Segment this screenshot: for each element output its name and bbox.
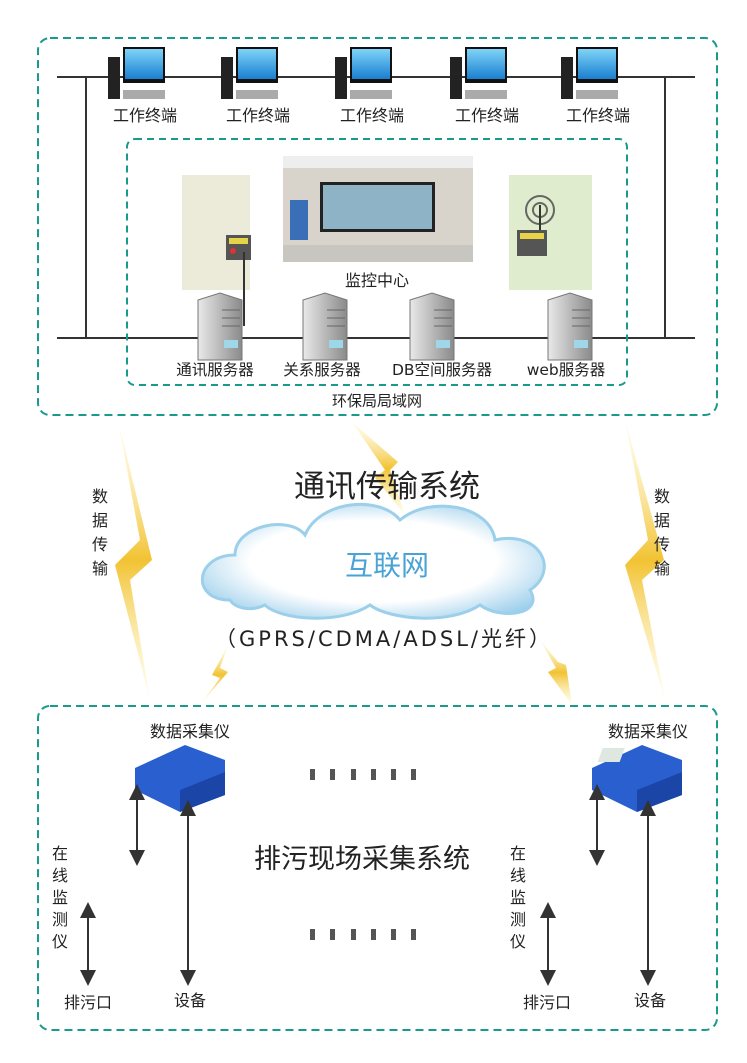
svg-text:监: 监 bbox=[52, 888, 68, 907]
svg-text:测: 测 bbox=[510, 910, 526, 929]
svg-text:输: 输 bbox=[654, 559, 670, 578]
terminal-2: 工作终端 bbox=[221, 47, 290, 125]
monitor-label-right: 在 线 监 测 仪 bbox=[510, 844, 526, 951]
outlet-label-right: 排污口 bbox=[523, 993, 571, 1012]
lightning-right-icon bbox=[625, 420, 665, 700]
svg-text:线: 线 bbox=[52, 866, 68, 885]
server-web: web服务器 bbox=[527, 292, 606, 379]
svg-text:在: 在 bbox=[510, 844, 526, 863]
lightning-lower-left-icon bbox=[200, 645, 228, 705]
lan-box bbox=[37, 37, 718, 416]
transmission-title: 通讯传输系统 bbox=[294, 469, 480, 505]
svg-text:监: 监 bbox=[510, 888, 526, 907]
server-db-spatial: DB空间服务器 bbox=[392, 292, 493, 379]
terminal-label: 工作终端 bbox=[113, 106, 177, 125]
terminal-label: 工作终端 bbox=[340, 106, 404, 125]
data-collector-device-right bbox=[592, 745, 682, 812]
svg-text:输: 输 bbox=[92, 559, 108, 578]
server-label: DB空间服务器 bbox=[392, 361, 493, 379]
lightning-lower-right-icon bbox=[540, 640, 572, 705]
terminal-5: 工作终端 bbox=[561, 47, 630, 125]
data-collector-device-left bbox=[135, 745, 225, 812]
collector-label-left: 数据采集仪 bbox=[150, 722, 230, 741]
svg-text:据: 据 bbox=[654, 511, 670, 530]
svg-text:线: 线 bbox=[510, 866, 526, 885]
ellipsis-top bbox=[310, 769, 416, 780]
svg-text:传: 传 bbox=[654, 535, 670, 554]
terminal-4: 工作终端 bbox=[450, 47, 519, 125]
cloud-label: 互联网 bbox=[345, 549, 429, 582]
server-label: 通讯服务器 bbox=[176, 361, 254, 379]
svg-text:仪: 仪 bbox=[52, 932, 68, 951]
server-label: web服务器 bbox=[527, 361, 606, 379]
server-relational: 关系服务器 bbox=[283, 292, 361, 379]
svg-text:仪: 仪 bbox=[510, 932, 526, 951]
transmission-methods: （GPRS/CDMA/ADSL/光纤） bbox=[215, 627, 553, 651]
server-room-box bbox=[126, 138, 628, 386]
server-label: 关系服务器 bbox=[283, 361, 361, 379]
outlet-label-left: 排污口 bbox=[64, 993, 112, 1012]
equipment-label-left: 设备 bbox=[174, 991, 206, 1010]
svg-text:数: 数 bbox=[654, 487, 670, 506]
terminal-3: 工作终端 bbox=[335, 47, 404, 125]
svg-text:测: 测 bbox=[52, 910, 68, 929]
svg-text:据: 据 bbox=[92, 511, 108, 530]
internet-cloud-icon bbox=[201, 502, 546, 620]
terminal-1: 工作终端 bbox=[108, 47, 177, 125]
arrows bbox=[80, 784, 656, 986]
terminal-label: 工作终端 bbox=[566, 106, 630, 125]
svg-text:在: 在 bbox=[52, 844, 68, 863]
right-poster-image bbox=[509, 175, 592, 290]
terminal-label: 工作终端 bbox=[226, 106, 290, 125]
ellipsis-bottom bbox=[310, 929, 416, 940]
field-box bbox=[37, 705, 718, 1031]
left-transfer-label: 数 据 传 输 bbox=[92, 487, 108, 578]
monitor-center-label: 监控中心 bbox=[345, 271, 409, 290]
field-title: 排污现场采集系统 bbox=[254, 844, 470, 875]
right-transfer-label: 数 据 传 输 bbox=[654, 487, 670, 578]
lightning-left-icon bbox=[115, 420, 152, 700]
svg-text:传: 传 bbox=[92, 535, 108, 554]
equipment-label-right: 设备 bbox=[634, 991, 666, 1010]
left-poster-image bbox=[182, 175, 251, 290]
lightning-top-icon bbox=[352, 422, 405, 515]
monitor-center-photo bbox=[283, 156, 473, 262]
terminal-label: 工作终端 bbox=[455, 106, 519, 125]
server-comm: 通讯服务器 bbox=[176, 292, 254, 379]
monitor-label-left: 在 线 监 测 仪 bbox=[52, 844, 68, 951]
lan-title: 环保局局域网 bbox=[332, 392, 422, 410]
svg-text:数: 数 bbox=[92, 487, 108, 506]
collector-label-right: 数据采集仪 bbox=[608, 722, 688, 741]
